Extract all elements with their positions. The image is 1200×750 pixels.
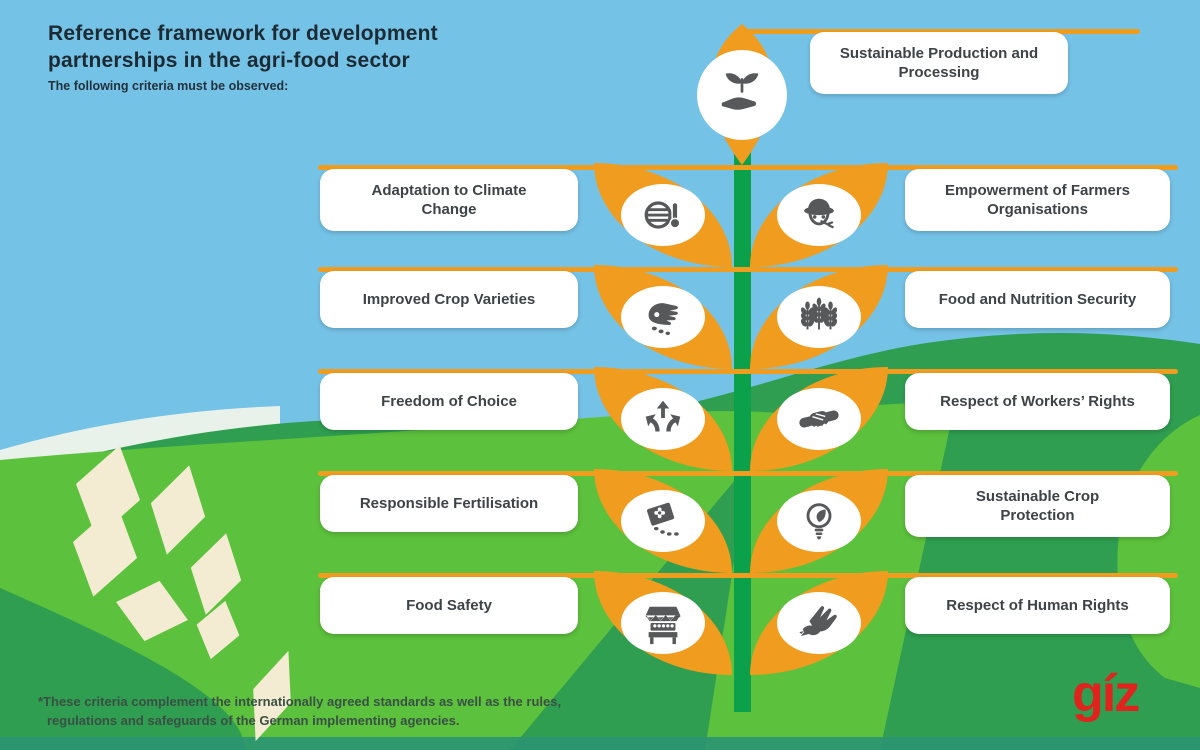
criterion-box-freedom-of-choice: Freedom of Choice bbox=[320, 373, 578, 430]
icon-circle bbox=[777, 592, 861, 654]
criterion-box-food-safety: Food Safety bbox=[320, 577, 578, 634]
three-way-arrows-icon bbox=[645, 400, 681, 432]
icon-circle bbox=[621, 490, 705, 552]
connector-line-top bbox=[742, 29, 1140, 34]
market-stall-icon bbox=[645, 606, 681, 645]
icon-circle bbox=[777, 388, 861, 450]
icon-circle bbox=[621, 592, 705, 654]
connector-line bbox=[740, 471, 1178, 476]
hand-dove-icon bbox=[799, 606, 837, 636]
footnote-line-1: *These criteria complement the internati… bbox=[38, 694, 562, 709]
criterion-box-sustainable-production: Sustainable Production and Processing bbox=[810, 32, 1068, 94]
connector-line bbox=[318, 369, 746, 374]
connector-line bbox=[740, 369, 1178, 374]
page-title: Reference framework for development part… bbox=[48, 22, 438, 72]
criterion-box-workers-rights: Respect of Workers’ Rights bbox=[905, 373, 1170, 430]
icon-circle bbox=[621, 286, 705, 348]
connector-line bbox=[740, 165, 1178, 170]
giz-logo: gíz bbox=[1072, 665, 1140, 723]
criterion-box-human-rights: Respect of Human Rights bbox=[905, 577, 1170, 634]
hand-seeds-icon bbox=[648, 303, 678, 336]
lightbulb-leaf-icon bbox=[806, 503, 832, 540]
criterion-box-improved-crop-varieties: Improved Crop Varieties bbox=[320, 271, 578, 328]
icon-circle bbox=[621, 388, 705, 450]
connector-line bbox=[740, 573, 1178, 578]
connector-line bbox=[740, 267, 1178, 272]
plant-stem bbox=[734, 152, 751, 712]
handshake-icon bbox=[799, 410, 839, 429]
criterion-box-responsible-fertilisation: Responsible Fertilisation bbox=[320, 475, 578, 532]
icon-circle bbox=[777, 286, 861, 348]
icon-circle bbox=[621, 184, 705, 246]
page-subtitle: The following criteria must be observed: bbox=[48, 79, 289, 93]
connector-line bbox=[318, 471, 746, 476]
seed-packet-icon bbox=[647, 502, 679, 536]
criterion-box-crop-protection: Sustainable Crop Protection bbox=[905, 475, 1170, 537]
connector-line bbox=[318, 267, 746, 272]
connector-line bbox=[318, 573, 746, 578]
leaf-food-safety bbox=[594, 571, 732, 675]
connector-line bbox=[318, 165, 746, 170]
leaf-top bbox=[692, 24, 792, 166]
farmer-icon bbox=[804, 198, 834, 229]
wheat-ears-icon bbox=[800, 297, 838, 330]
seedling-in-hand-icon bbox=[721, 73, 759, 110]
criterion-box-food-nutrition-security: Food and Nutrition Security bbox=[905, 271, 1170, 328]
criterion-box-empowerment-farmers: Empowerment of Farmers Organisations bbox=[905, 169, 1170, 231]
footnote-line-2: regulations and safeguards of the German… bbox=[47, 713, 460, 728]
icon-circle bbox=[697, 50, 787, 140]
footnote: *These criteria complement the internati… bbox=[38, 692, 698, 730]
icon-circle bbox=[777, 490, 861, 552]
icon-circle bbox=[777, 184, 861, 246]
globe-thermometer-icon bbox=[644, 201, 681, 229]
criterion-box-adaptation-climate: Adaptation to Climate Change bbox=[320, 169, 578, 231]
